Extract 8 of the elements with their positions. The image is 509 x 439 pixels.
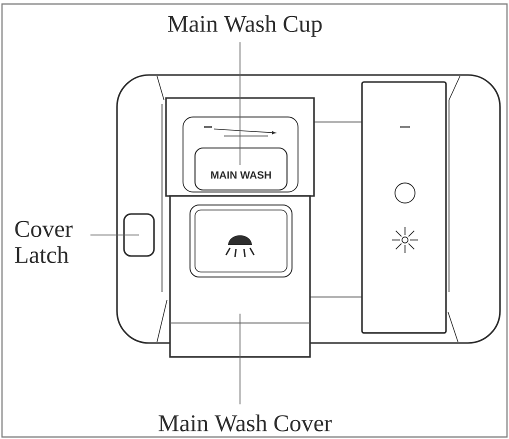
part-label: Cover Latch: [14, 220, 73, 264]
cup-compartment: [165, 97, 315, 197]
part-label: Main Wash Cup: [168, 15, 322, 37]
button-label: MAIN WASH: [211, 171, 271, 179]
cover-panel: [169, 195, 311, 358]
latch-button: [123, 213, 155, 257]
part-label: Main Wash Cover: [158, 414, 332, 432]
leader-line: [90, 234, 140, 236]
